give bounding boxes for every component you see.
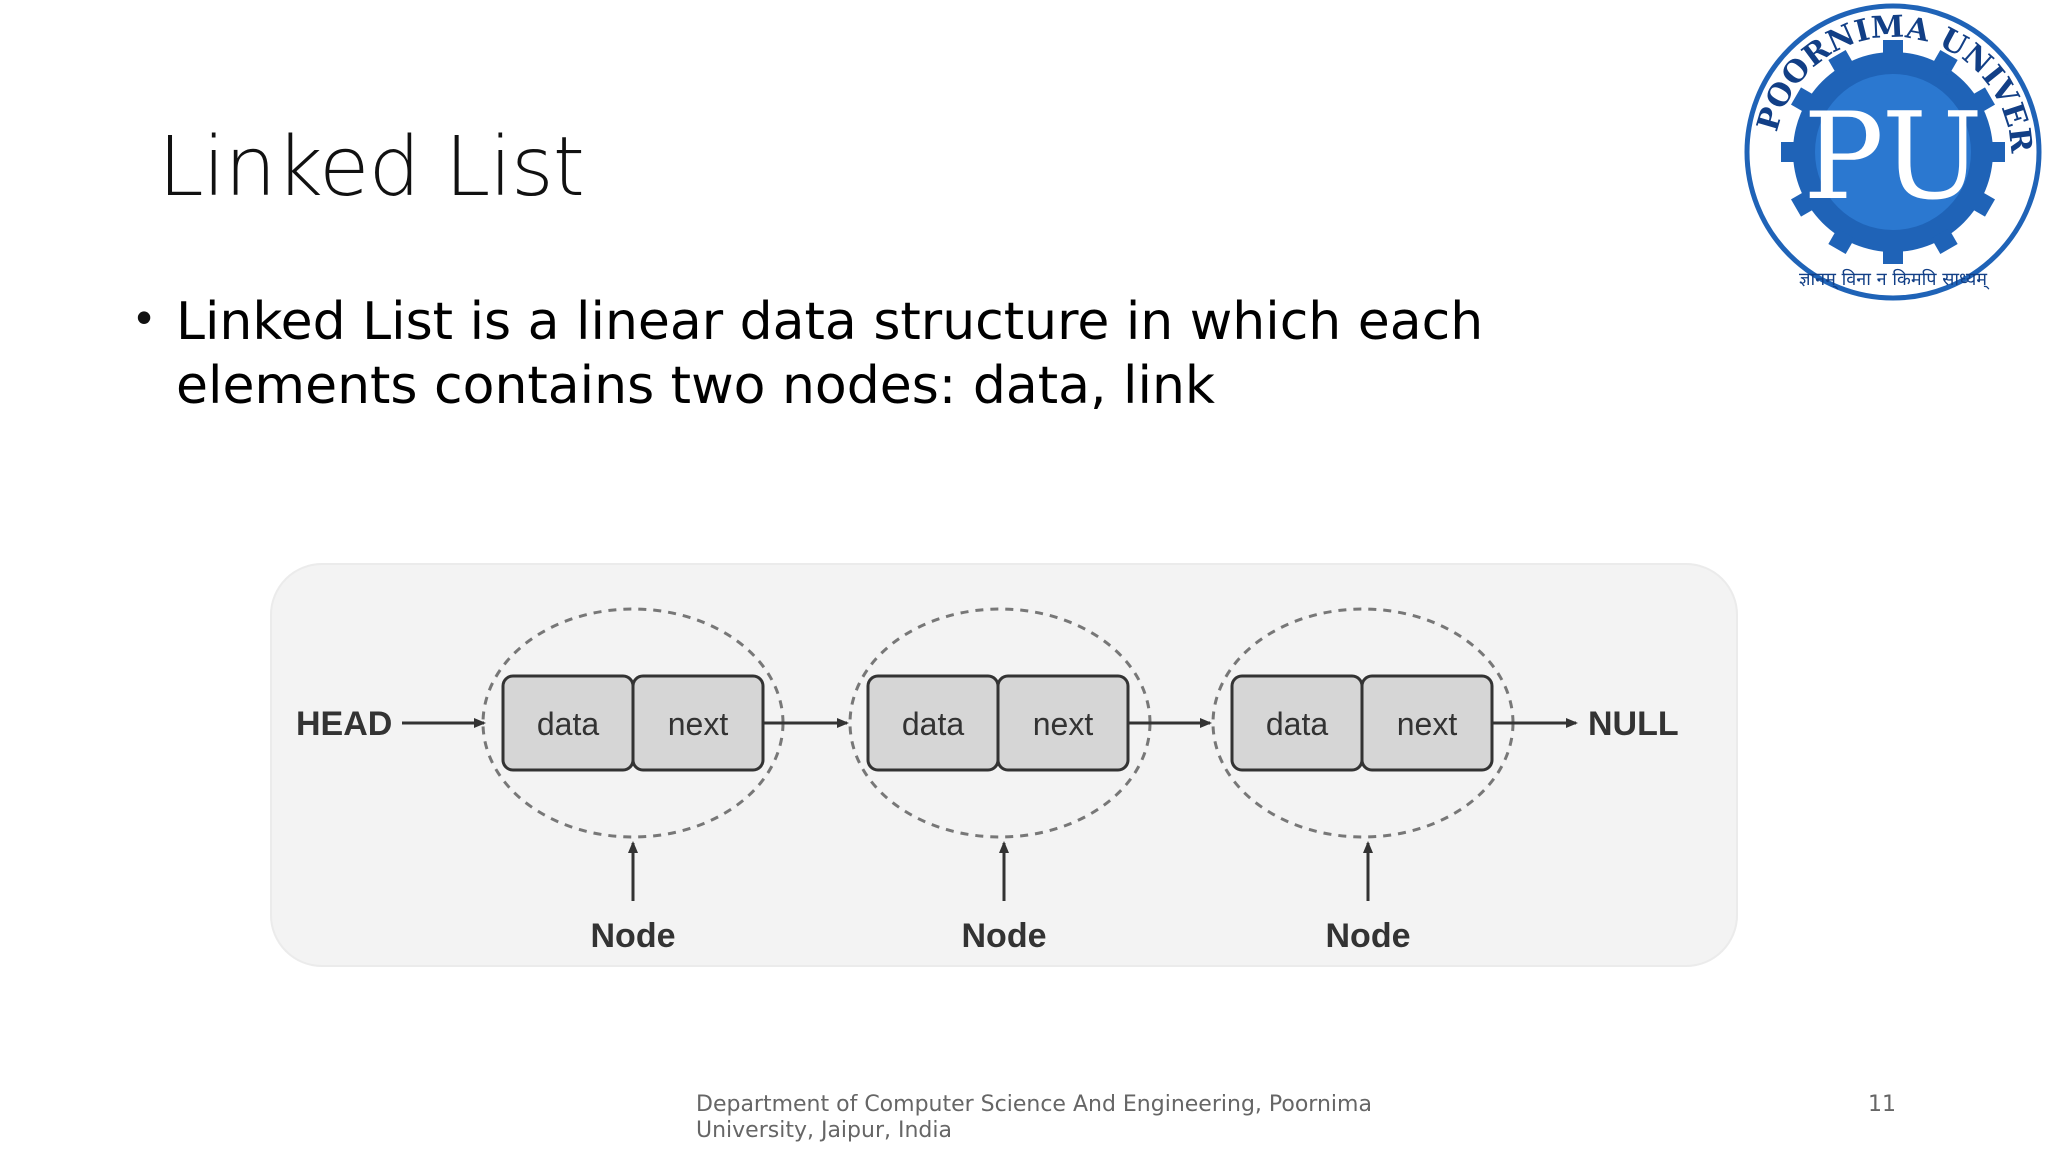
slide-title: Linked List [158, 120, 585, 215]
diagram-canvas: HEAD data next Node data next [296, 607, 1679, 955]
bullet-text: Linked List is a linear data structure i… [176, 292, 1484, 416]
logo-monogram: PU [1803, 88, 1983, 227]
node-1-next-label: next [668, 706, 729, 742]
node-2-label: Node [962, 917, 1047, 955]
null-label: NULL [1588, 705, 1679, 743]
node-2-next-label: next [1033, 706, 1094, 742]
bullet-dot-icon: • [136, 291, 153, 343]
node-1-data-label: data [537, 706, 599, 742]
logo-outer-ring [1744, 3, 2042, 301]
node-2: data next Node [848, 607, 1152, 955]
node-2-data-label: data [902, 706, 964, 742]
logo-gear-teeth [1781, 40, 2005, 264]
node-3-data-label: data [1266, 706, 1328, 742]
logo-inner-circle [1815, 74, 1971, 230]
linked-list-diagram: HEAD data next Node data next [270, 563, 1738, 967]
node-3-next-label: next [1397, 706, 1458, 742]
slide-footer: Department of Computer Science And Engin… [696, 1092, 1372, 1143]
node-1-label: Node [591, 917, 676, 955]
node-3: data next Node [1211, 607, 1515, 955]
node-1: data next Node [481, 607, 785, 955]
node-3-label: Node [1326, 917, 1411, 955]
logo-seal-icon: POORNIMA UNIVERSITY PU ज्ञानम् विना न कि… [1726, 0, 2042, 301]
logo-motto: ज्ञानम् विना न किमपि साध्यम् [1799, 268, 1990, 290]
university-logo: POORNIMA UNIVERSITY PU ज्ञानम् विना न कि… [1726, 0, 2048, 310]
page-number: 11 [1868, 1092, 1896, 1117]
head-label: HEAD [296, 705, 392, 743]
